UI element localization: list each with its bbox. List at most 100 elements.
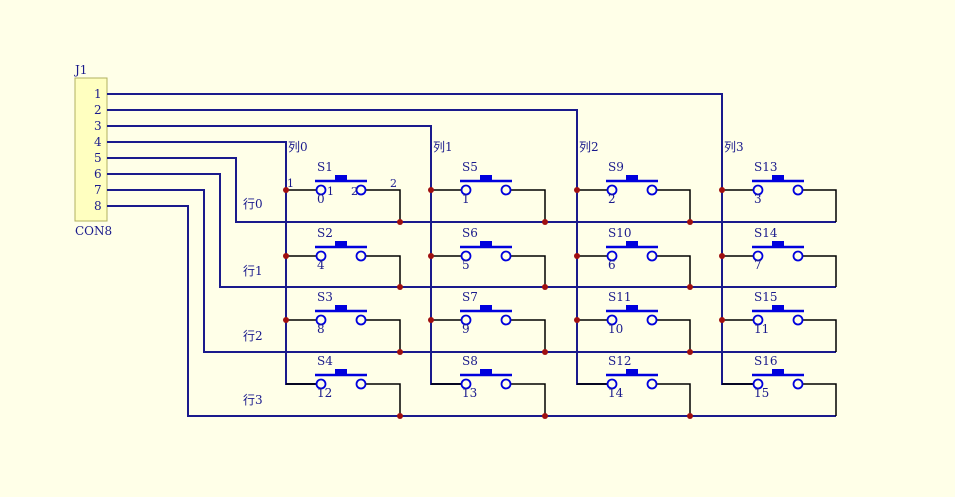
switch-s9: S9 2 — [577, 160, 691, 222]
junction-col — [574, 187, 580, 193]
switch-lead-right — [511, 189, 546, 222]
switch-key: 12 — [317, 386, 332, 400]
junction-col — [283, 317, 289, 323]
switch-s5: S51 — [431, 160, 546, 222]
switch-contact-left — [315, 378, 327, 390]
switch-contact-right — [792, 314, 804, 326]
row-label-2: 行2 — [243, 329, 263, 343]
switch-knob — [626, 175, 638, 181]
switch-knob — [335, 175, 347, 181]
junctions — [283, 187, 725, 419]
switch-contact-right — [355, 378, 367, 390]
switch-contact-right — [355, 250, 367, 262]
switch-s2: S24 — [286, 226, 401, 287]
connector-body — [74, 77, 108, 222]
switch-lead-right — [366, 383, 401, 416]
switch-contact-left — [460, 250, 472, 262]
junction-row — [397, 413, 403, 419]
junction-row — [397, 219, 403, 225]
switch-s16: S16 15 — [722, 354, 837, 416]
switch-ref: S6 — [462, 226, 478, 240]
switch-ref: S9 — [608, 160, 624, 174]
switch-s3: S3 8 — [286, 290, 401, 352]
junction-row — [687, 219, 693, 225]
switch-matrix: S10S51S92S133S24S65S106S147S38S79S1110S1… — [286, 160, 837, 416]
switch-lead-right — [511, 255, 546, 287]
junction-row — [542, 413, 548, 419]
switch-ref: S7 — [462, 290, 478, 304]
switch-contact-left — [752, 378, 764, 390]
switch-contact-left — [606, 250, 618, 262]
connector-pin-8: 8 — [94, 199, 102, 213]
row-label-3: 行3 — [243, 393, 263, 407]
switch-key: 8 — [317, 322, 325, 336]
switch-ref: S1 — [317, 160, 333, 174]
switch-s1: S10 — [286, 160, 401, 222]
switch-knob — [772, 241, 784, 247]
switch-contact-left — [460, 314, 472, 326]
switch-contact-right — [646, 184, 658, 196]
pin-marker-2: 2 — [390, 177, 397, 190]
switch-key: 7 — [754, 258, 762, 272]
switch-key: 9 — [462, 322, 470, 336]
switch-key: 4 — [317, 258, 325, 272]
switch-ref: S16 — [754, 354, 778, 368]
switch-ref: S13 — [754, 160, 778, 174]
switch-key: 15 — [754, 386, 769, 400]
switch-ref: S11 — [608, 290, 632, 304]
switch-knob — [626, 305, 638, 311]
switch-ref: S3 — [317, 290, 333, 304]
connector-pin-7: 7 — [94, 183, 102, 197]
junction-row — [542, 284, 548, 290]
switch-lead-right — [803, 319, 837, 352]
junction-col — [428, 317, 434, 323]
pin-marker-1: 1 — [287, 177, 294, 190]
switch-key: 2 — [608, 192, 616, 206]
switch-lead-right — [657, 255, 691, 287]
junction-row — [687, 284, 693, 290]
switch-ref: S12 — [608, 354, 632, 368]
s1-pin-left: 1 — [327, 185, 334, 198]
switch-contact-left — [606, 314, 618, 326]
switch-lead-right — [657, 189, 691, 222]
switch-lead-right — [366, 189, 401, 222]
switch-ref: S8 — [462, 354, 478, 368]
switch-contact-right — [792, 378, 804, 390]
switch-key: 14 — [608, 386, 624, 400]
switch-lead-right — [511, 383, 546, 416]
switch-contact-right — [355, 184, 367, 196]
junction-col — [574, 253, 580, 259]
switch-contact-left — [315, 250, 327, 262]
switch-contact-left — [752, 250, 764, 262]
switch-ref: S10 — [608, 226, 632, 240]
connector-pin-5: 5 — [94, 151, 102, 165]
switch-contact-right — [646, 314, 658, 326]
junction-col — [719, 317, 725, 323]
switch-contact-right — [355, 314, 367, 326]
switch-lead-right — [511, 319, 546, 352]
switch-contact-right — [500, 184, 512, 196]
connector-ref: J1 — [73, 63, 87, 77]
column-label-1: 列1 — [433, 140, 453, 154]
switch-contact-right — [500, 250, 512, 262]
row-wire-3 — [107, 205, 836, 417]
switch-contact-left — [606, 378, 618, 390]
junction-row — [687, 413, 693, 419]
switch-key: 1 — [462, 192, 470, 206]
switch-contact-right — [646, 250, 658, 262]
junction-col — [283, 253, 289, 259]
switch-contact-left — [460, 184, 472, 196]
switch-knob — [626, 369, 638, 375]
junction-col — [719, 253, 725, 259]
switch-lead-right — [803, 189, 837, 222]
switch-s12: S12 14 — [577, 354, 691, 416]
connector-pin-1: 1 — [94, 87, 102, 101]
switch-lead-right — [803, 255, 837, 287]
